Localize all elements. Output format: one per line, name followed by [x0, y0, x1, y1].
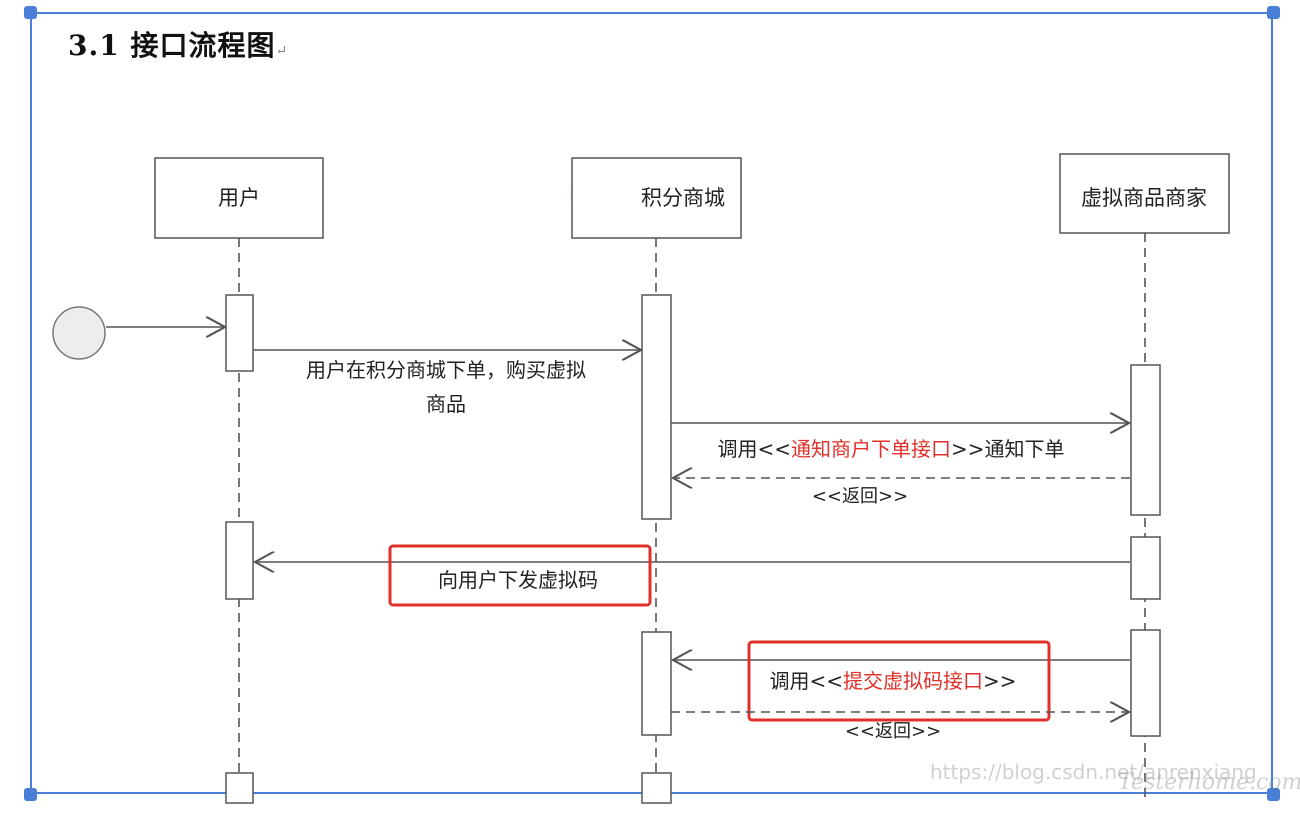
return-label-submit: <<返回>>	[845, 721, 941, 742]
message-label-submit-suffix: >>	[983, 669, 1017, 693]
highlight-box-submit-code	[747, 640, 1051, 722]
interface-name-notify-order: 通知商户下单接口	[791, 437, 951, 461]
message-label-notify-order: 调用<<通知商户下单接口>>通知下单	[717, 437, 1064, 461]
actor-label-merchant: 虚拟商品商家	[1081, 186, 1207, 210]
section-title: 3.1 接口流程图↵	[68, 24, 288, 64]
paragraph-mark: ↵	[275, 43, 289, 59]
highlight-box-send-code	[388, 544, 652, 607]
activation-merchant-3	[1130, 629, 1161, 737]
activation-user-2	[225, 521, 254, 600]
activation-mall-2	[641, 631, 672, 736]
resize-handle-bottom-right[interactable]	[1267, 788, 1280, 801]
return-label-notify: <<返回>>	[812, 486, 908, 507]
activation-merchant-1	[1130, 364, 1161, 516]
message-label-send-code: 向用户下发虚拟码	[438, 568, 598, 592]
activation-mall-1	[641, 294, 672, 520]
actor-box-merchant	[1059, 153, 1230, 234]
message-label-notify-prefix: 调用<<	[717, 437, 791, 461]
message-label-submit-prefix: 调用<<	[769, 669, 843, 693]
activation-user-3	[225, 772, 254, 804]
message-label-order-line2: 商品	[426, 392, 466, 416]
message-label-order-line1: 用户在积分商城下单，购买虚拟	[306, 358, 586, 382]
activation-merchant-2	[1130, 536, 1161, 600]
watermark-testerhome: Testerhome.com	[1118, 770, 1300, 795]
activation-user-1	[225, 294, 254, 372]
section-title-text: 3.1 接口流程图	[68, 29, 276, 62]
interface-name-submit-code: 提交虚拟码接口	[843, 669, 983, 693]
message-label-submit-code: 调用<<提交虚拟码接口>>	[769, 669, 1016, 693]
message-label-notify-suffix: >>通知下单	[951, 437, 1065, 461]
activation-mall-3	[641, 772, 672, 804]
actor-box-mall	[571, 157, 742, 239]
actor-label-user: 用户	[218, 186, 260, 210]
resize-handle-bottom-left[interactable]	[24, 788, 37, 801]
watermark-csdn: https://blog.csdn.net/anrenxiang	[930, 760, 1257, 784]
resize-handle-top-right[interactable]	[1267, 6, 1280, 19]
resize-handle-top-left[interactable]	[24, 6, 37, 19]
actor-label-mall: 积分商城	[641, 186, 725, 210]
actor-box-user	[154, 157, 324, 239]
initial-node	[52, 306, 106, 360]
